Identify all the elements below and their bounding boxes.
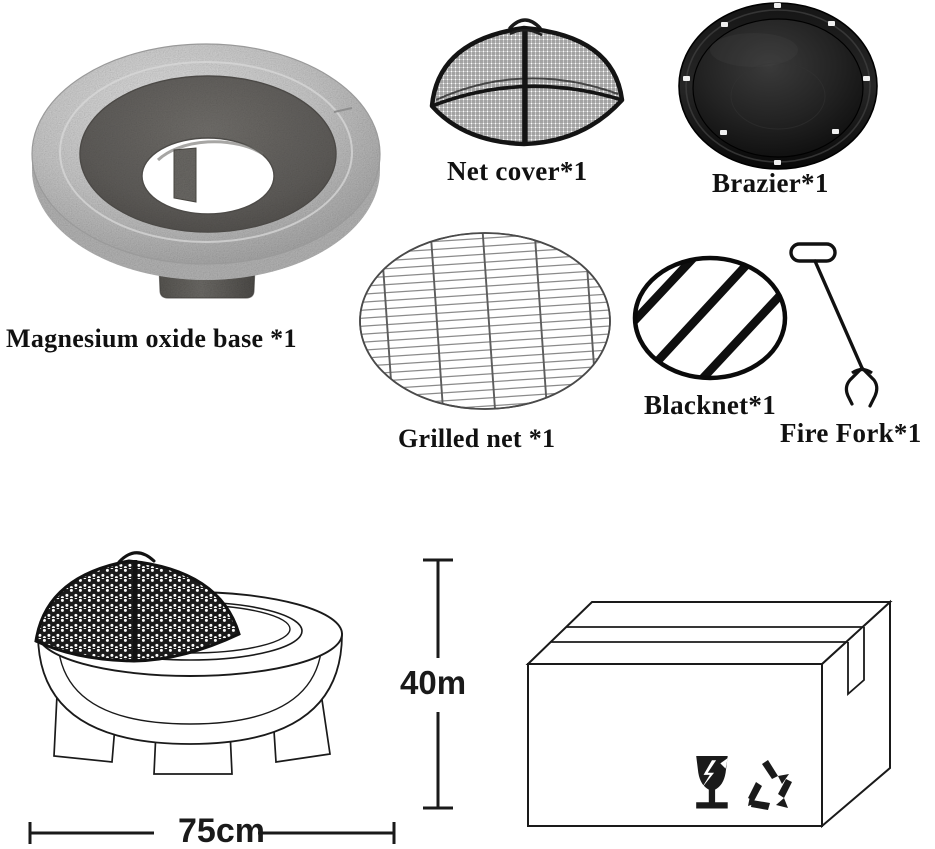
label-brazier: Brazier*1 xyxy=(712,168,829,198)
dimension-height-label: 40m xyxy=(400,664,467,701)
label-magnesium-oxide-base: Magnesium oxide base *1 xyxy=(6,324,297,353)
recycle-icon xyxy=(748,760,792,810)
brazier-rivets xyxy=(683,3,870,165)
part-blacknet xyxy=(632,254,792,384)
dimension-width-label: 75cm xyxy=(178,812,265,849)
part-fire-fork xyxy=(782,240,892,412)
label-grilled-net: Grilled net *1 xyxy=(398,424,556,453)
label-blacknet: Blacknet*1 xyxy=(644,390,777,420)
part-brazier xyxy=(676,0,881,172)
part-grilled-net xyxy=(355,228,620,418)
label-fire-fork: Fire Fork*1 xyxy=(780,418,922,448)
fragile-icon xyxy=(696,756,728,809)
dimension-height-line xyxy=(418,556,458,814)
assembled-fire-pit xyxy=(18,548,408,793)
part-net-cover xyxy=(424,4,629,156)
shipping-carton xyxy=(500,556,920,836)
label-net-cover: Net cover*1 xyxy=(447,156,588,186)
part-magnesium-oxide-base xyxy=(8,2,408,322)
dimension-width-line xyxy=(26,818,398,848)
